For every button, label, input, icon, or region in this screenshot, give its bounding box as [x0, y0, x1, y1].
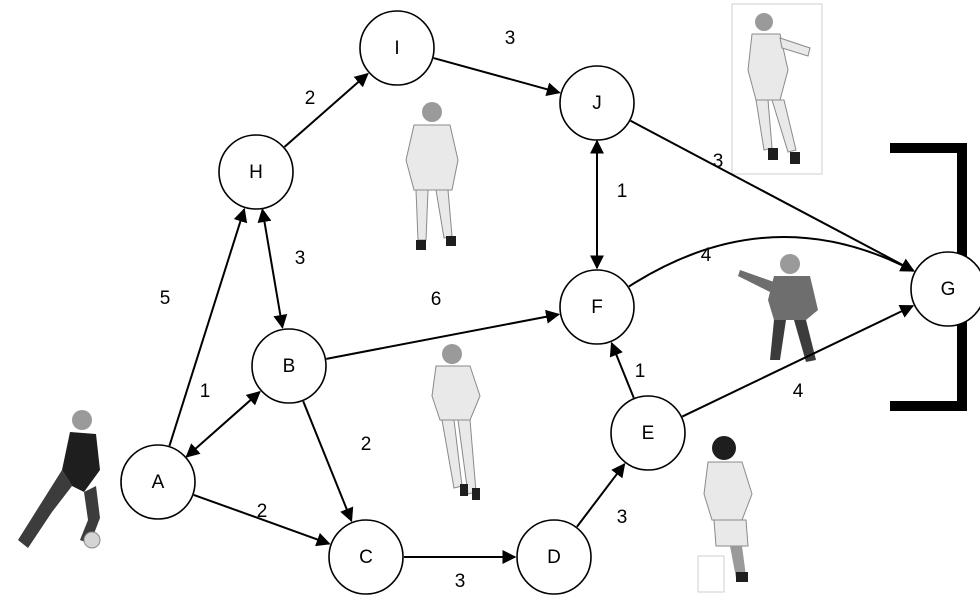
- node-label-h: H: [249, 162, 263, 183]
- edge-b-f: [326, 309, 561, 360]
- node-j: J: [559, 65, 635, 141]
- node-h: H: [218, 134, 294, 210]
- edge-weight-j-f: 1: [617, 181, 628, 202]
- node-circle-h: [218, 134, 294, 210]
- node-label-a: A: [152, 472, 165, 493]
- node-label-i: I: [394, 38, 399, 59]
- edge-weight-f-g: 4: [701, 245, 712, 266]
- edge-e-f: [609, 341, 635, 399]
- edge-e-g: [681, 304, 915, 418]
- node-g: G: [910, 251, 980, 327]
- node-circle-e: [610, 395, 686, 471]
- edge-a-b: [185, 390, 261, 458]
- edge-a-h: [168, 207, 248, 447]
- node-label-j: J: [592, 93, 602, 114]
- node-label-f: F: [591, 297, 603, 318]
- player-figure-top-right: [731, 3, 823, 175]
- node-f: F: [559, 269, 635, 345]
- node-circle-c: [328, 519, 404, 595]
- node-circle-d: [516, 519, 592, 595]
- player-figure-dribbling: [18, 410, 101, 549]
- edge-weight-h-b: 3: [295, 248, 306, 269]
- player-figure-center: [431, 344, 481, 500]
- edge-f-g: [628, 236, 915, 288]
- edge-weight-c-d: 3: [455, 571, 466, 592]
- edge-h-b: [257, 208, 288, 329]
- node-b: B: [251, 328, 327, 404]
- edge-weight-a-b: 1: [200, 381, 211, 402]
- edge-d-e: [576, 462, 626, 528]
- node-circle-g: [910, 251, 980, 327]
- edge-b-c: [302, 400, 354, 523]
- edge-weight-d-e: 3: [617, 507, 628, 528]
- edge-weight-i-j: 3: [505, 28, 516, 49]
- node-i: I: [359, 10, 435, 86]
- nodes-layer: A B C D E F G H I J: [120, 10, 980, 595]
- edge-weight-j-g: 3: [713, 151, 724, 172]
- edge-a-c: [193, 493, 331, 547]
- node-label-c: C: [359, 547, 373, 568]
- edge-weight-e-f: 1: [635, 361, 646, 382]
- node-circle-a: [120, 444, 196, 520]
- player-figure-bottom-right: [697, 436, 753, 593]
- edge-i-j: [433, 57, 561, 97]
- edge-j-g: [630, 119, 915, 272]
- node-a: A: [120, 444, 196, 520]
- node-e: E: [610, 395, 686, 471]
- edge-weight-b-c: 2: [361, 434, 372, 455]
- node-d: D: [516, 519, 592, 595]
- node-label-b: B: [283, 356, 296, 377]
- edge-weight-b-f: 6: [431, 289, 442, 310]
- player-figure-goalkeeper: [738, 254, 818, 362]
- player-figure-top-middle: [405, 102, 459, 250]
- node-circle-b: [251, 328, 327, 404]
- node-c: C: [328, 519, 404, 595]
- node-label-d: D: [547, 547, 561, 568]
- edge-weight-e-g: 4: [793, 381, 804, 402]
- node-label-g: G: [941, 279, 956, 300]
- node-circle-f: [559, 269, 635, 345]
- edge-h-i: [283, 72, 369, 148]
- edge-weight-a-h: 5: [160, 288, 171, 309]
- node-circle-i: [359, 10, 435, 86]
- edges-layer: 5 1 2 2 3 3 3 1 6 2 3 3 1 4 4: [160, 28, 915, 592]
- node-circle-j: [559, 65, 635, 141]
- node-label-e: E: [642, 423, 655, 444]
- edge-weight-h-i: 2: [305, 88, 316, 109]
- edge-weight-a-c: 2: [257, 501, 268, 522]
